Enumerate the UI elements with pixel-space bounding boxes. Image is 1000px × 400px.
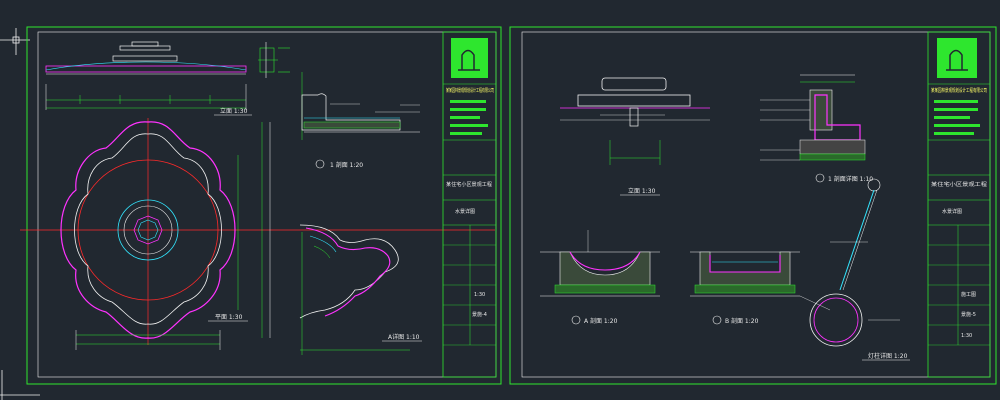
scale-right: 1:30 bbox=[961, 333, 972, 339]
section-1-drawing bbox=[301, 72, 420, 140]
detail-1-drawing bbox=[760, 74, 866, 161]
drawing-name-right: 水景详图 bbox=[942, 208, 962, 215]
sheet-number-left: 景施-4 bbox=[472, 311, 487, 318]
stair-detail bbox=[258, 42, 290, 78]
company-logo-icon bbox=[451, 38, 488, 78]
company-name-left: 某某园林景观规划设计工程有限公司 bbox=[446, 87, 494, 94]
detail-1-title: 1 剖面详图 1:10 bbox=[828, 175, 873, 183]
fountain-elevation-right bbox=[560, 77, 710, 165]
sheet-right-frame bbox=[509, 26, 997, 385]
project-name-left: 某住宅小区景观工程 bbox=[446, 181, 492, 188]
plan-title-left: 平面 1:30 bbox=[215, 314, 243, 321]
elevation-title-left: 立面 1:30 bbox=[220, 107, 248, 115]
section-a-title: A 剖面 1:20 bbox=[584, 317, 618, 325]
sheet-number-right: 景施-5 bbox=[961, 311, 976, 318]
scale-left: 1:30 bbox=[474, 292, 485, 298]
sheet-left-frame bbox=[26, 26, 502, 385]
detail-a-title: A详图 1:10 bbox=[388, 333, 420, 341]
title-block-right: 某某园林景观规划设计工程有限公司 某住宅小区景观工程 水景详图 施工图 景施-5… bbox=[927, 31, 991, 378]
lamp-post-drawing bbox=[799, 178, 900, 347]
section-b-title: B 剖面 1:20 bbox=[725, 317, 759, 325]
title-block-left: 某某园林景观规划设计工程有限公司 某住宅小区景观工程 水景详图 1:30 景施-… bbox=[442, 31, 497, 378]
sheet-right-inner-frame bbox=[521, 31, 991, 378]
sheet-left-inner-frame bbox=[37, 31, 497, 378]
lamp-detail-title: 灯柱详图 1:20 bbox=[868, 352, 908, 360]
company-name-right: 某某园林景观规划设计工程有限公司 bbox=[931, 87, 987, 94]
section-b-drawing bbox=[690, 251, 800, 297]
detail-a-drawing bbox=[299, 224, 410, 355]
fountain-plan bbox=[20, 118, 495, 345]
ucs-cursor-icon bbox=[0, 28, 30, 55]
company-logo-icon bbox=[937, 38, 977, 78]
section-1-title-left: 1 剖面 1:20 bbox=[330, 161, 363, 169]
sheet-right: 立面 1:30 1 剖面详图 1:10 A 剖面 1 bbox=[509, 26, 997, 385]
drawing-name-left: 水景详图 bbox=[455, 208, 475, 215]
fountain-elevation bbox=[45, 41, 247, 110]
section-a-drawing bbox=[540, 230, 660, 297]
sheet-left: 立面 1:30 bbox=[20, 26, 502, 385]
ucs-axis-icon bbox=[0, 370, 40, 400]
project-name-right: 某住宅小区景观工程 bbox=[931, 181, 987, 188]
stage-right: 施工图 bbox=[961, 291, 976, 298]
elevation-title-right: 立面 1:30 bbox=[628, 187, 656, 195]
plan-dimensions bbox=[75, 122, 271, 350]
